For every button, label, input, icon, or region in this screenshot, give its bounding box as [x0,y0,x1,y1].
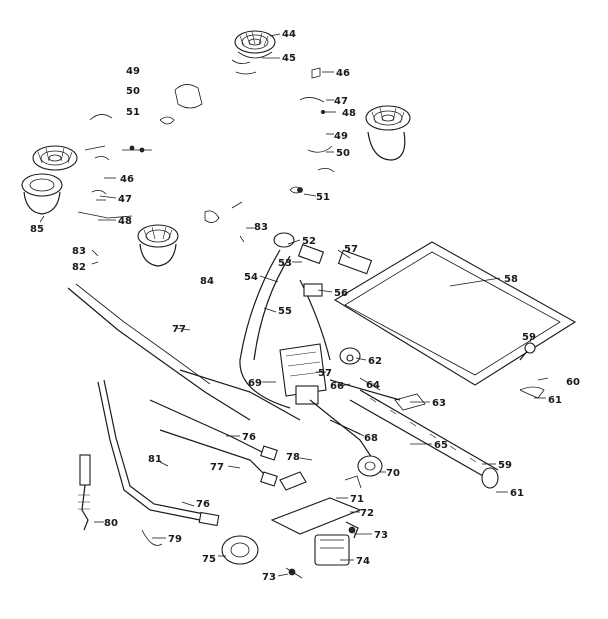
part-label: 59 [522,332,536,343]
part-label: 78 [286,452,300,463]
part-label: 54 [244,272,258,283]
part-label: 80 [104,518,118,529]
burner-left-center [137,224,179,267]
part-label: 47 [334,96,348,107]
part-label: 83 [72,246,86,257]
part-label: 83 [254,222,268,233]
part-label: 76 [196,499,210,510]
part-label: 51 [126,107,140,118]
part-label: 84 [200,276,214,287]
upper-small-parts [77,59,335,243]
burner-top-center [234,30,276,59]
part-label: 77 [210,462,224,473]
part-label: 49 [126,66,140,77]
part-label: 52 [302,236,316,247]
part-label: 61 [548,395,562,406]
part-label: 66 [330,381,344,392]
part-label: 73 [262,572,276,583]
lower-valve-assembly [221,471,362,579]
burner-left-lower [21,173,63,215]
part-label: 49 [334,131,348,142]
burner-left-upper [32,145,78,171]
leader-lines [39,33,549,577]
part-label: 60 [566,377,580,388]
part-label: 55 [278,306,292,317]
part-label: 46 [336,68,350,79]
part-label: 76 [242,432,256,443]
part-label: 48 [342,108,356,119]
lower-burner-tube [349,389,499,489]
part-label: 59 [498,460,512,471]
part-label: 69 [248,378,262,389]
part-label: 45 [282,53,296,64]
left-pipe-assembly [67,283,301,527]
main-burner-pan [333,241,577,386]
part-label: 53 [278,258,292,269]
part-label: 47 [118,194,132,205]
part-label: 70 [386,468,400,479]
part-label: 77 [172,324,186,335]
part-label: 85 [30,224,44,235]
part-number-labels: 44 45 46 47 48 49 50 51 49 50 51 46 47 4… [30,29,580,583]
part-label: 57 [318,368,332,379]
igniter-cord [78,454,163,546]
part-label: 75 [202,554,216,565]
part-label: 72 [360,508,374,519]
part-label: 81 [148,454,162,465]
part-label: 50 [336,148,350,159]
part-label: 62 [368,356,382,367]
part-label: 65 [434,440,448,451]
part-label: 58 [504,274,518,285]
part-label: 56 [334,288,348,299]
burner-right-upper [365,105,411,161]
part-label: 68 [364,433,378,444]
part-label: 61 [510,488,524,499]
part-label: 73 [374,530,388,541]
part-label: 46 [120,174,134,185]
part-label: 64 [366,380,380,391]
part-label: 44 [282,29,296,40]
part-label: 48 [118,216,132,227]
part-label: 51 [316,192,330,203]
part-label: 57 [344,244,358,255]
part-label: 74 [356,556,370,567]
part-label: 82 [72,262,86,273]
part-label: 50 [126,86,140,97]
part-label: 63 [432,398,446,409]
part-label: 71 [350,494,364,505]
part-label: 79 [168,534,182,545]
